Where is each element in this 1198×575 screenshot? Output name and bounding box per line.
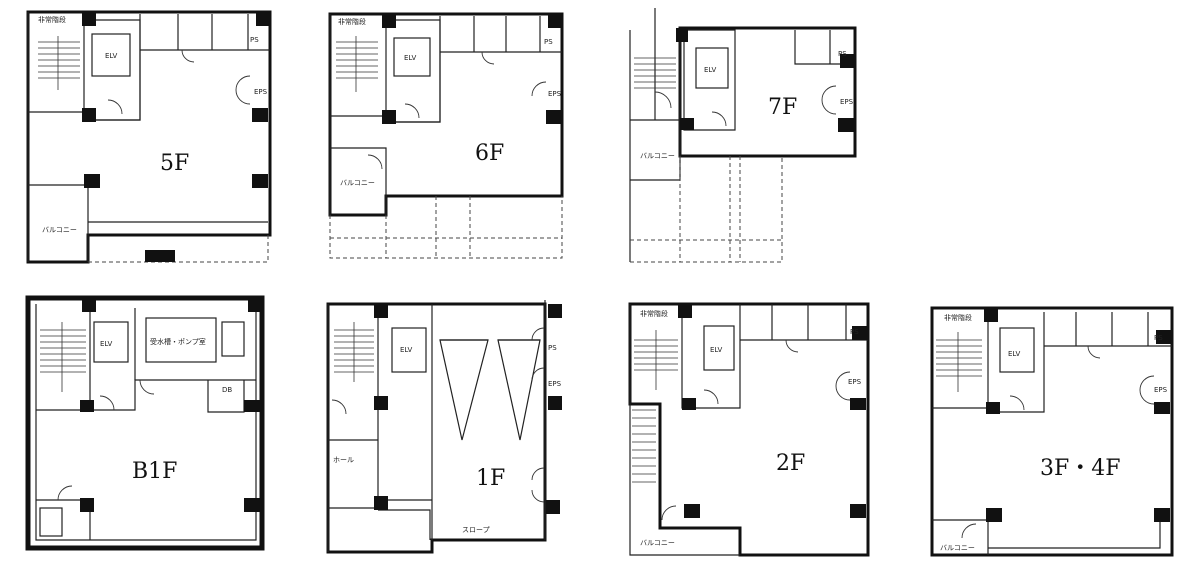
ps-label-5f: PS bbox=[250, 36, 259, 44]
eps-label-6f: EPS bbox=[548, 90, 562, 98]
elv-label-5f: ELV bbox=[105, 52, 118, 60]
floor-plan-6f: 6F ELV PS バルコニー 非常階段 EPS bbox=[328, 12, 564, 259]
floor-plan-b1f: B1F ELV 受水槽・ポンプ室 DB bbox=[25, 295, 265, 551]
floor-label-6f: 6F bbox=[475, 141, 504, 166]
ps-label-1f: PS bbox=[548, 344, 557, 352]
floor-plan-2f: 2F ELV PS 非常階段 バルコニー EPS bbox=[628, 302, 870, 557]
eps-label-5f: EPS bbox=[254, 88, 268, 96]
ps-label-2f: PS bbox=[850, 328, 859, 336]
ps-label-3f4f: PS bbox=[1154, 334, 1163, 342]
elv-label-6f: ELV bbox=[404, 54, 417, 62]
floor-label-7f: 7F bbox=[768, 95, 797, 120]
elv-label-3f4f: ELV bbox=[1008, 350, 1021, 358]
elv-label-7f: ELV bbox=[704, 66, 717, 74]
eps-label-1f: EPS bbox=[548, 380, 562, 388]
floor-plan-3f4f: 3F・4F ELV PS 非常階段 バルコニー EPS bbox=[930, 306, 1174, 557]
floor-plan-1f: 1F ELV PS EPS ホール スロープ bbox=[326, 300, 562, 554]
eps-label-3f4f: EPS bbox=[1154, 386, 1168, 394]
elv-label-2f: ELV bbox=[710, 346, 723, 354]
stair-label-6f: 非常階段 bbox=[338, 17, 366, 26]
stair-label-5f: 非常階段 bbox=[38, 15, 66, 24]
floor-label-2f: 2F bbox=[776, 451, 805, 476]
balcony-label-2f: バルコニー bbox=[640, 539, 675, 547]
stair-label-3f4f: 非常階段 bbox=[944, 313, 972, 322]
elv-label-1f: ELV bbox=[400, 346, 413, 354]
hall-label-1f: ホール bbox=[333, 456, 354, 464]
elv-label-b1f: ELV bbox=[100, 340, 113, 348]
slope-label-1f: スロープ bbox=[462, 526, 490, 534]
ps-label-6f: PS bbox=[544, 38, 553, 46]
balcony-label-7f: バルコニー bbox=[640, 152, 675, 160]
db-label-b1f: DB bbox=[222, 386, 232, 394]
machine-room-label-b1f: 受水槽・ポンプ室 bbox=[150, 337, 206, 346]
ps-label-7f: PS bbox=[838, 50, 847, 58]
eps-label-7f: EPS bbox=[840, 98, 854, 106]
floor-label-b1f: B1F bbox=[132, 459, 177, 484]
eps-label-2f: EPS bbox=[848, 378, 862, 386]
floor-plan-5f: 5F ELV PS バルコニー 非常階段 EPS bbox=[26, 10, 272, 264]
floor-label-3f4f: 3F・4F bbox=[1040, 456, 1121, 481]
floor-label-1f: 1F bbox=[476, 466, 505, 491]
balcony-label-6f: バルコニー bbox=[340, 179, 375, 187]
floor-label-5f: 5F bbox=[160, 151, 189, 176]
floor-plan-7f: 7F ELV PS バルコニー EPS bbox=[629, 8, 857, 263]
stair-label-2f: 非常階段 bbox=[640, 309, 668, 318]
balcony-label-5f: バルコニー bbox=[42, 226, 77, 234]
balcony-label-3f4f: バルコニー bbox=[940, 544, 975, 552]
